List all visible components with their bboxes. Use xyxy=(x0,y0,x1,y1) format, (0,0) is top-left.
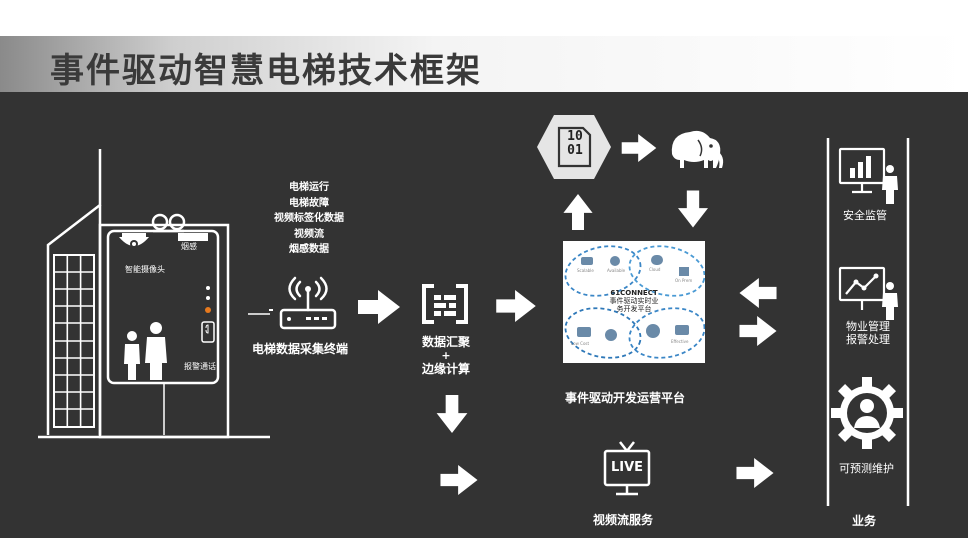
data-type-item: 视频流 xyxy=(294,228,324,240)
title-band xyxy=(0,36,968,92)
page-title: 事件驱动智慧电梯技术框架 xyxy=(50,51,482,91)
data-type-list: 电梯运行 电梯故障 视频标签化数据 视频流 烟感数据 xyxy=(262,180,356,258)
arrow-right-icon xyxy=(358,290,400,324)
business-bracket xyxy=(826,138,910,506)
live-text: LIVE xyxy=(610,460,644,475)
svg-text:Effective: Effective xyxy=(671,339,689,344)
elephant-icon xyxy=(671,130,724,168)
svg-text:Available: Available xyxy=(607,268,626,273)
arrow-right-icon xyxy=(496,290,536,322)
edge-label-line2: + xyxy=(441,349,451,362)
live-tv-icon xyxy=(603,441,651,496)
edge-label: 数据汇聚 + 边缘计算 xyxy=(412,335,480,377)
arrow-right-icon xyxy=(621,134,657,162)
arrow-down-icon xyxy=(678,190,708,228)
platform-center-line2: 务开发平台 xyxy=(616,305,652,313)
data-type-item: 电梯运行 xyxy=(289,182,329,193)
building-illustration xyxy=(38,149,270,439)
business-label: 业务 xyxy=(852,514,877,528)
binary-line2: 01 xyxy=(567,143,583,158)
business-item-security: 安全监管 xyxy=(843,209,887,222)
arrow-down-icon xyxy=(436,395,468,433)
arrow-right-icon xyxy=(440,465,478,495)
data-type-item: 视频标签化数据 xyxy=(274,213,344,224)
camera-label: 智能摄像头 xyxy=(125,265,165,274)
svg-text:Low Cost: Low Cost xyxy=(571,341,589,346)
data-type-item: 烟感数据 xyxy=(289,244,329,255)
video-service-label: 视频流服务 xyxy=(593,513,654,527)
edge-label-line3: 边缘计算 xyxy=(421,362,470,376)
binary-text: 10 01 xyxy=(560,130,590,158)
business-item-property-mgmt: 物业管理 xyxy=(846,320,890,333)
business-item-maintenance: 可预测维护 xyxy=(839,462,894,475)
svg-text:On Prem: On Prem xyxy=(675,278,692,283)
gear-person-icon xyxy=(831,377,903,449)
platform-diagram: Scalable Available Cloud On Prem Low Cos… xyxy=(563,241,705,363)
edge-computing-icon xyxy=(422,284,468,324)
router-icon xyxy=(279,276,337,330)
terminal-label: 电梯数据采集终端 xyxy=(252,342,349,356)
alarm-label: 报警通话 xyxy=(184,362,216,371)
presentation-line-chart-icon xyxy=(838,266,898,320)
svg-text:Scalable: Scalable xyxy=(577,268,594,273)
smoke-label: 烟感 xyxy=(181,242,197,251)
platform-ring-graphic: Scalable Available Cloud On Prem Low Cos… xyxy=(564,245,705,359)
arrow-left-icon xyxy=(739,278,777,308)
binary-file-icon xyxy=(537,115,611,179)
platform-center-title: 61CONNECT xyxy=(610,289,658,297)
monitor-chart-icon xyxy=(838,147,898,204)
platform-center-line1: 事件驱动实时业 xyxy=(609,297,659,305)
arrow-up-icon xyxy=(563,194,593,230)
router-connector xyxy=(248,309,273,315)
data-type-item: 电梯故障 xyxy=(289,197,329,209)
edge-label-line1: 数据汇聚 xyxy=(421,335,470,349)
arrow-right-icon xyxy=(739,316,777,346)
platform-center-text: 61CONNECT 事件驱动实时业 务开发平台 xyxy=(603,289,665,313)
arrow-right-icon xyxy=(736,458,774,488)
platform-label: 事件驱动开发运营平台 xyxy=(565,391,686,405)
binary-line1: 10 xyxy=(567,129,583,144)
business-item-alarm-handling: 报警处理 xyxy=(846,333,890,346)
svg-text:Cloud: Cloud xyxy=(649,267,661,272)
business-item-property: 物业管理 报警处理 xyxy=(838,320,898,346)
